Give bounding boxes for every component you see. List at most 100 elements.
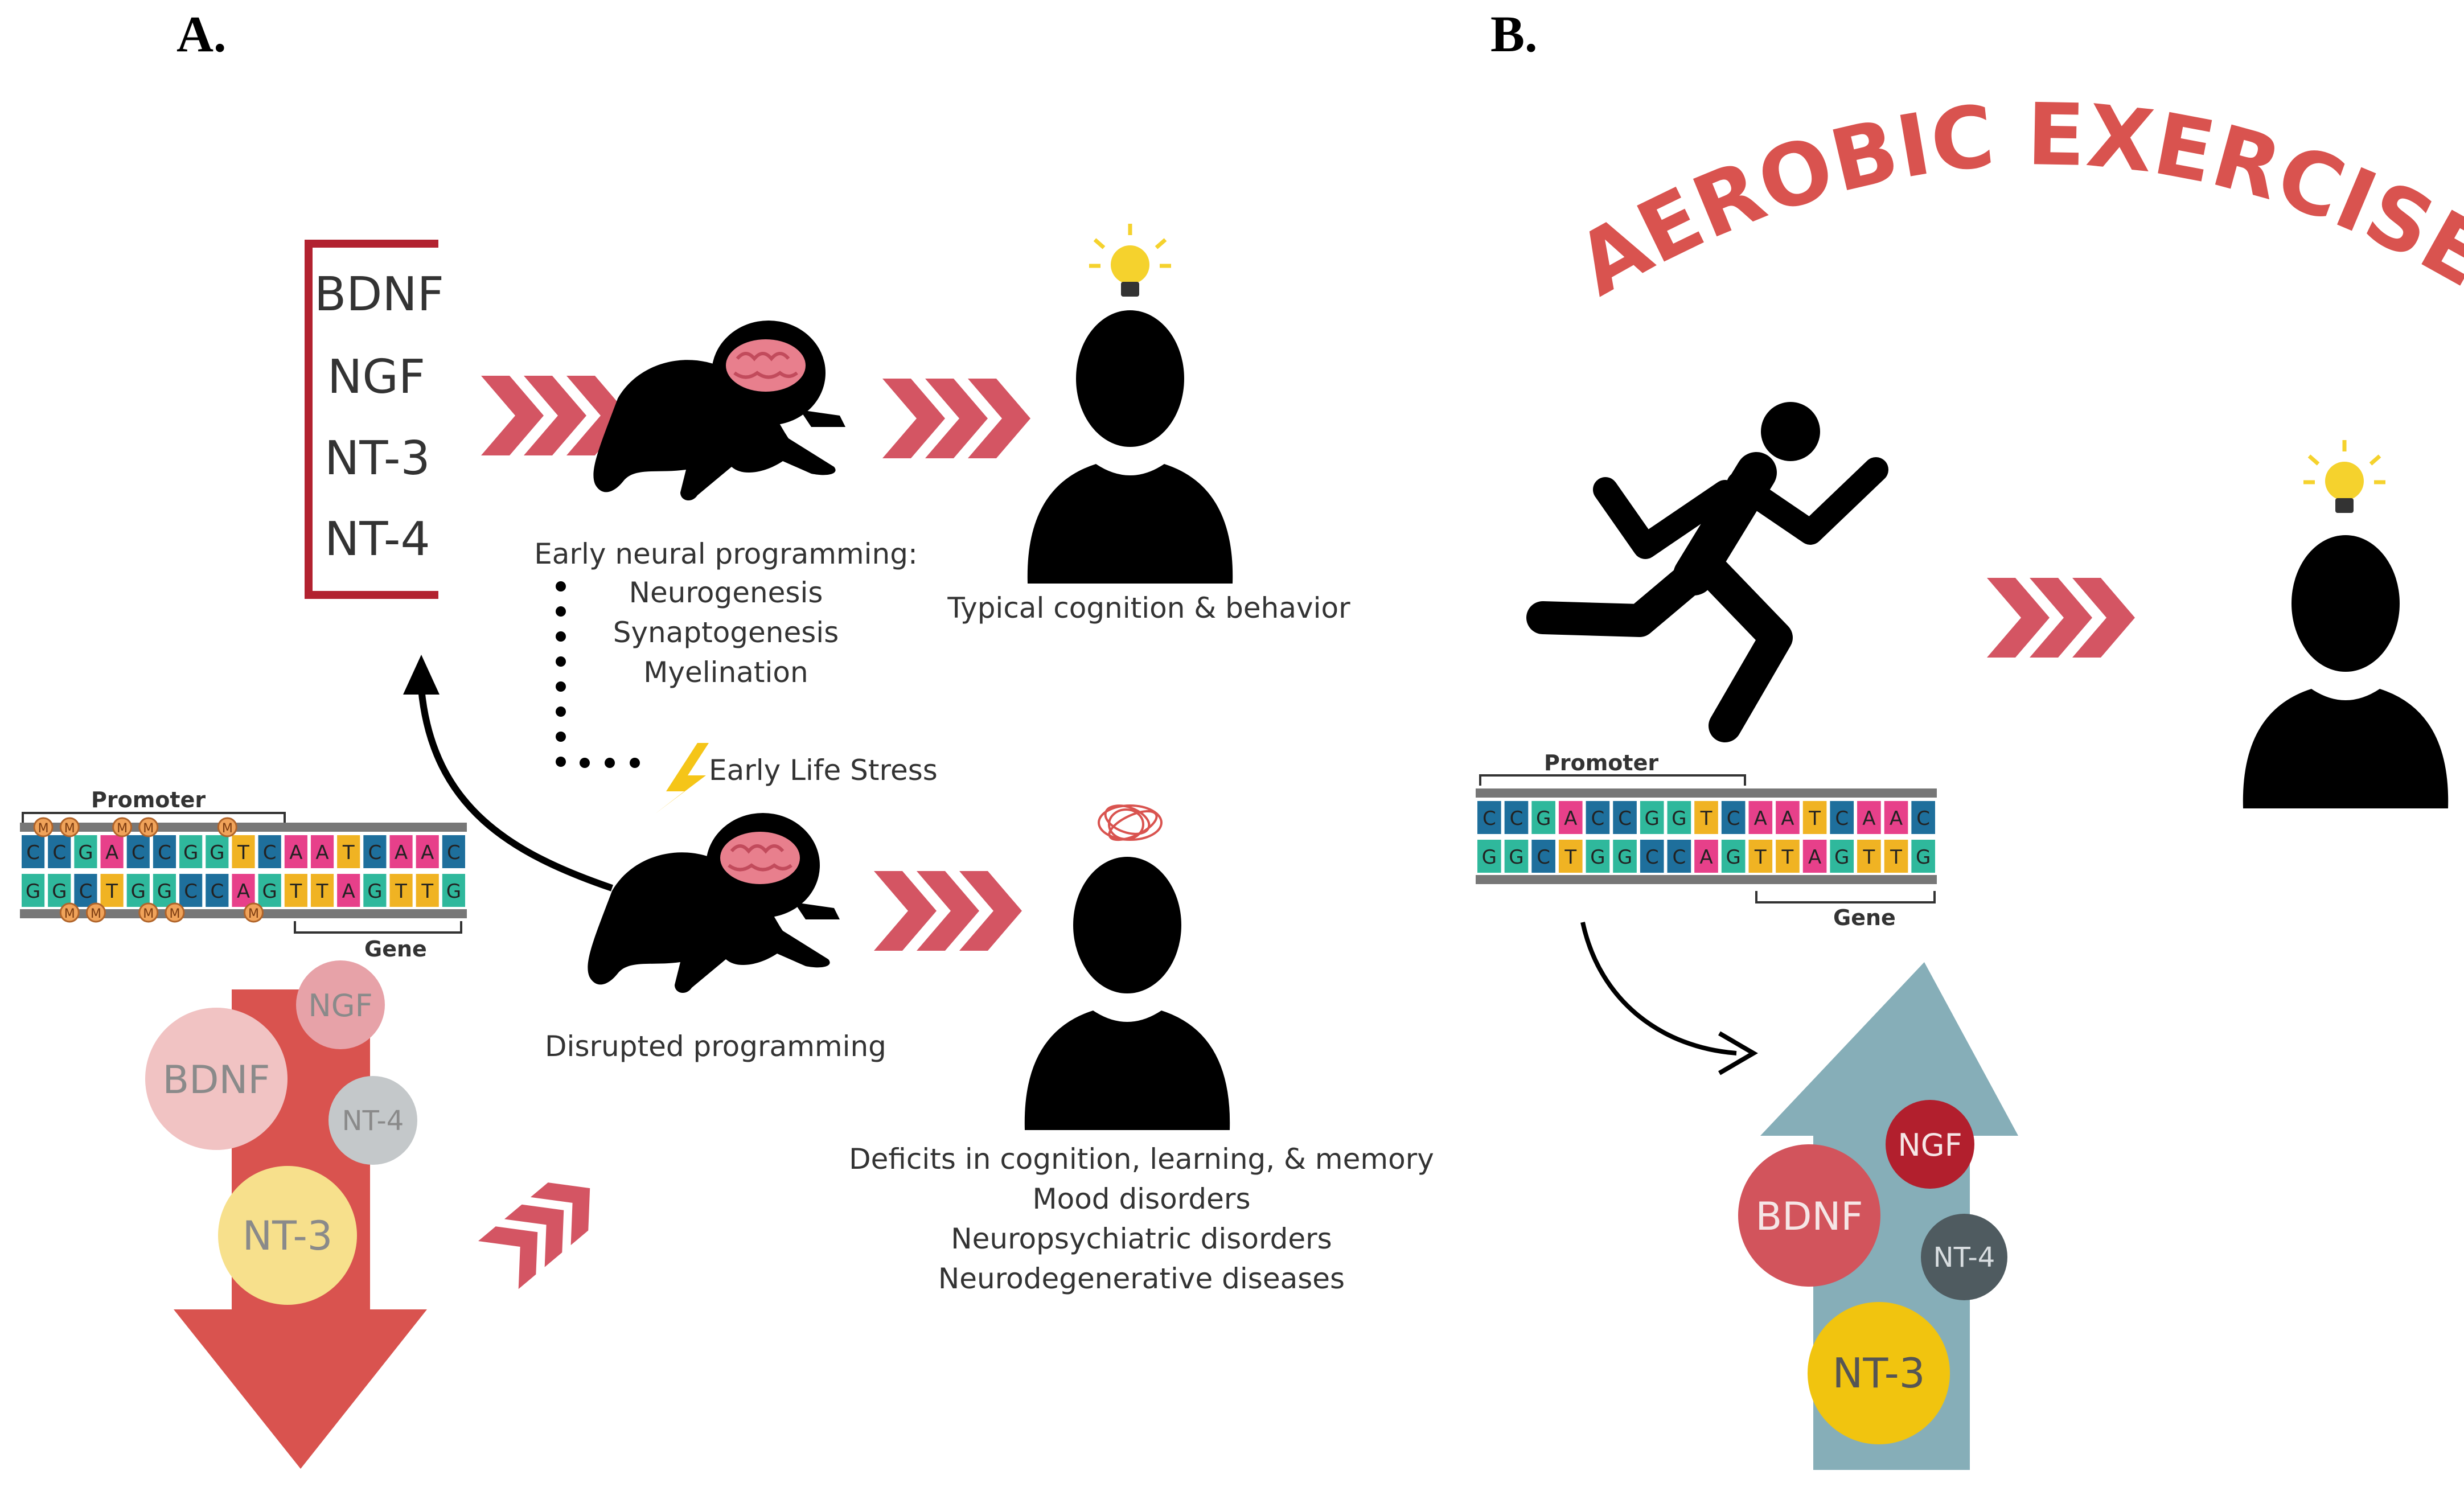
methyl-group-icon <box>59 817 80 837</box>
deficit-item: Neurodegenerative diseases <box>938 1262 1345 1295</box>
disrupted-programming-label: Disrupted programming <box>545 1030 886 1063</box>
methyl-mark: M <box>248 907 259 921</box>
panel-b-label: B. <box>1490 6 1538 63</box>
dna-backbone <box>20 909 467 918</box>
nucleotide-letter: A <box>1862 807 1875 830</box>
nt4-circle-increased <box>1921 1214 2007 1300</box>
methyl-group-icon <box>244 902 264 923</box>
nucleotide-letter: G <box>1916 846 1931 869</box>
methyl-group-icon <box>138 817 159 837</box>
chevron-arrows-top-2 <box>882 379 1030 458</box>
runner-icon <box>1526 402 1888 742</box>
bdnf-circle-decreased <box>145 1008 288 1150</box>
nucleotide-letter: C <box>210 880 224 903</box>
bdnf-circle-label: BDNF <box>163 1058 270 1103</box>
nucleotide-letter: C <box>1482 807 1496 830</box>
nucleotide-base <box>1667 840 1691 873</box>
nucleotide-base <box>206 874 229 907</box>
nucleotide-base <box>389 835 413 868</box>
nucleotide-base <box>1802 801 1827 834</box>
nucleotide-base <box>179 874 203 907</box>
methyl-group-icon <box>138 902 159 923</box>
early-programming-item: Myelination <box>643 656 808 689</box>
nucleotide-letter: C <box>1916 807 1930 830</box>
nucleotide-base <box>1721 801 1746 834</box>
typical-outcome-label: Typical cognition & behavior <box>947 592 1350 625</box>
nucleotide-base <box>258 835 281 868</box>
gene-label: Gene <box>364 937 427 962</box>
methyl-mark: M <box>143 822 154 836</box>
nucleotide-base <box>232 835 255 868</box>
nucleotide-letter: T <box>1862 846 1875 869</box>
methyl-group-icon <box>165 902 185 923</box>
nucleotide-base <box>310 835 334 868</box>
methyl-mark: M <box>222 822 233 836</box>
nucleotide-base <box>1531 801 1555 834</box>
nucleotide-base <box>1694 840 1718 873</box>
nucleotide-base <box>258 874 281 907</box>
nucleotide-base <box>1857 840 1881 873</box>
lightning-icon <box>655 743 709 814</box>
decrease-circles: BDNF NGF NT-4 NT-3 <box>145 960 417 1305</box>
neurotrophin-bracket <box>305 240 438 599</box>
nucleotide-letter: C <box>158 841 171 864</box>
nucleotide-base <box>153 874 176 907</box>
nucleotide-letter: G <box>262 880 277 903</box>
nucleotide-letter: C <box>184 880 198 903</box>
dna-backbone <box>1476 788 1937 798</box>
nucleotide-base <box>1640 801 1664 834</box>
nt3-circle-decreased <box>218 1166 357 1305</box>
nucleotide-letter: T <box>316 880 328 903</box>
nucleotide-letter: G <box>210 841 224 864</box>
nucleotide-base <box>1694 801 1718 834</box>
nucleotide-letter: G <box>52 880 67 903</box>
nucleotide-base <box>416 874 439 907</box>
nucleotide-letter: G <box>1536 807 1551 830</box>
nucleotide-letter: A <box>1781 807 1794 830</box>
nucleotide-letter: G <box>1617 846 1632 869</box>
feedback-arrow-head <box>403 655 440 695</box>
nucleotide-base <box>179 835 203 868</box>
nucleotide-letter: G <box>1590 846 1605 869</box>
feedback-curved-arrow <box>418 688 613 892</box>
nucleotide-letter: G <box>1726 846 1740 869</box>
nucleotide-letter: A <box>237 880 250 903</box>
nucleotide-base <box>1748 840 1773 873</box>
person-typical-icon <box>1027 310 1233 584</box>
nucleotide-base <box>284 874 307 907</box>
nucleotide-letter: A <box>342 880 355 903</box>
nucleotide-base <box>74 835 97 868</box>
nucleotide-base <box>1558 801 1583 834</box>
ngf-circle-label: NGF <box>1898 1127 1962 1163</box>
nucleotide-letter: A <box>421 841 434 864</box>
nucleotide-letter: T <box>289 880 302 903</box>
nucleotide-base <box>1721 840 1746 873</box>
nucleotide-base <box>389 874 413 907</box>
nucleotide-letter: C <box>132 841 145 864</box>
nucleotide-letter: C <box>1510 807 1523 830</box>
methyl-group-icon <box>85 902 106 923</box>
bdnf-circle-increased <box>1738 1144 1880 1287</box>
nucleotide-base <box>1748 801 1773 834</box>
nucleotide-letter: T <box>1754 846 1767 869</box>
nucleotide-base <box>22 835 45 868</box>
dna-backbone <box>1476 875 1937 884</box>
nucleotide-letter: T <box>1700 807 1713 830</box>
deficit-item: Deficits in cognition, learning, & memor… <box>849 1143 1434 1176</box>
nucleotide-letter: G <box>183 841 198 864</box>
nucleotide-base <box>74 874 97 907</box>
nucleotide-base <box>1586 840 1610 873</box>
methyl-group-icon <box>33 817 54 837</box>
nucleotide-base <box>1586 801 1610 834</box>
nucleotide-letter: T <box>1890 846 1902 869</box>
ngf-circle-label: NGF <box>308 988 372 1024</box>
methyl-group-icon <box>217 817 237 837</box>
nucleotide-letter: G <box>1482 846 1497 869</box>
nucleotide-base <box>232 874 255 907</box>
promoter-label: Promoter <box>91 787 206 812</box>
nucleotide-letter: A <box>105 841 118 864</box>
nucleotide-base <box>1830 840 1854 873</box>
nucleotide-base <box>1857 801 1881 834</box>
nucleotide-letter: C <box>1727 807 1740 830</box>
deficit-item: Mood disorders <box>1032 1182 1250 1215</box>
